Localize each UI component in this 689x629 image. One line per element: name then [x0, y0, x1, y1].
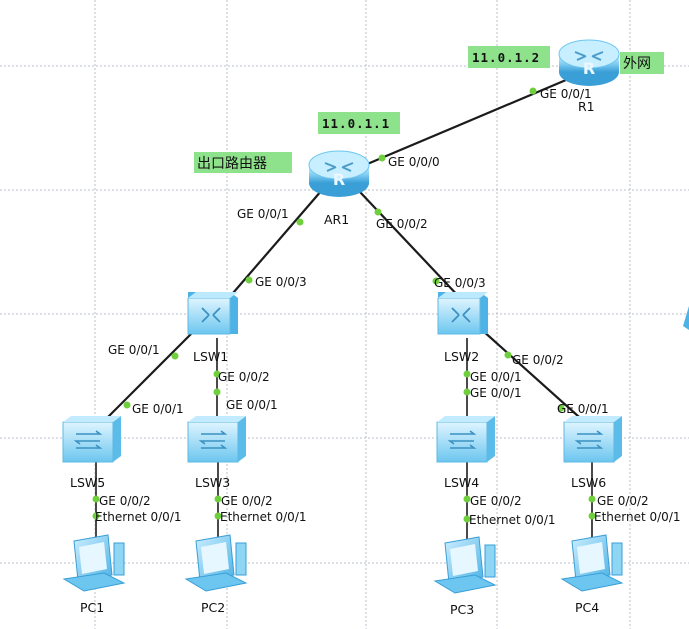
device-label-lsw2: LSW2	[444, 349, 479, 364]
port-label: GE 0/0/2	[512, 353, 564, 367]
ar1-role-label: 出口路由器	[197, 156, 267, 172]
port-label: GE 0/0/1	[132, 402, 184, 416]
switch-lsw3[interactable]	[187, 416, 246, 463]
port-label: GE 0/0/2	[597, 494, 649, 508]
port-label: GE 0/0/1	[470, 386, 522, 400]
r1-ip-label: 11.0.1.2	[472, 50, 540, 65]
offscreen-device-edge	[683, 306, 689, 330]
port-label: GE 0/0/1	[108, 343, 160, 357]
svg-text:R: R	[333, 170, 345, 189]
device-label-lsw5: LSW5	[70, 475, 105, 490]
r1-role-label: 外网	[623, 56, 651, 72]
device-label-lsw6: LSW6	[571, 475, 606, 490]
r1-role-highlight	[620, 52, 664, 74]
pc-pc1[interactable]	[62, 534, 126, 592]
device-label-lsw4: LSW4	[444, 475, 479, 490]
port-label: GE 0/0/0	[388, 155, 440, 169]
port-label: GE 0/0/2	[218, 370, 270, 384]
port-label: GE 0/0/3	[434, 276, 486, 290]
device-label-r1: R1	[578, 99, 595, 114]
port-label: GE 0/0/1	[470, 370, 522, 384]
link-lsw2-lsw6[interactable]	[481, 329, 589, 426]
port-label: GE 0/0/2	[99, 494, 151, 508]
device-label-pc1: PC1	[80, 600, 104, 615]
device-label-lsw1: LSW1	[193, 349, 228, 364]
port-label: GE 0/0/2	[221, 494, 273, 508]
pc-pc2[interactable]	[184, 534, 248, 592]
core-switch-lsw1[interactable]	[187, 292, 238, 335]
r1-ip-highlight	[468, 46, 550, 68]
ar1-role-highlight	[194, 152, 292, 173]
switch-lsw4[interactable]	[436, 416, 495, 463]
pc-pc4[interactable]	[560, 534, 624, 592]
link-lsw1-lsw5[interactable]	[99, 324, 201, 426]
port-label: GE 0/0/1	[540, 87, 592, 101]
port-dots	[92, 87, 596, 523]
router-r1[interactable]: R	[558, 39, 620, 86]
router-ar1[interactable]: R	[308, 150, 370, 197]
links	[95, 78, 593, 540]
link-ar1-lsw1[interactable]	[226, 189, 323, 301]
port-label: Ethernet 0/0/1	[469, 513, 556, 527]
device-label-pc3: PC3	[450, 602, 474, 617]
port-label: Ethernet 0/0/1	[220, 510, 307, 524]
svg-text:R: R	[583, 59, 595, 78]
port-label: GE 0/0/2	[470, 494, 522, 508]
port-label: GE 0/0/3	[255, 275, 307, 289]
pc-pc3[interactable]	[433, 536, 497, 594]
ar1-ip-label: 11.0.1.1	[322, 116, 390, 131]
port-label: GE 0/0/1	[557, 402, 609, 416]
core-switch-lsw2[interactable]	[437, 292, 488, 335]
device-label-lsw3: LSW3	[195, 475, 230, 490]
device-label-ar1: AR1	[324, 212, 349, 227]
port-label: GE 0/0/1	[237, 207, 289, 221]
ar1-ip-highlight	[318, 112, 400, 134]
port-label: Ethernet 0/0/1	[95, 510, 182, 524]
port-label: GE 0/0/2	[376, 217, 428, 231]
switch-lsw6[interactable]	[563, 416, 622, 463]
port-label: Ethernet 0/0/1	[594, 510, 681, 524]
port-label: GE 0/0/1	[226, 398, 278, 412]
switch-lsw5[interactable]	[62, 416, 121, 463]
device-label-pc4: PC4	[575, 600, 599, 615]
device-label-pc2: PC2	[201, 600, 225, 615]
